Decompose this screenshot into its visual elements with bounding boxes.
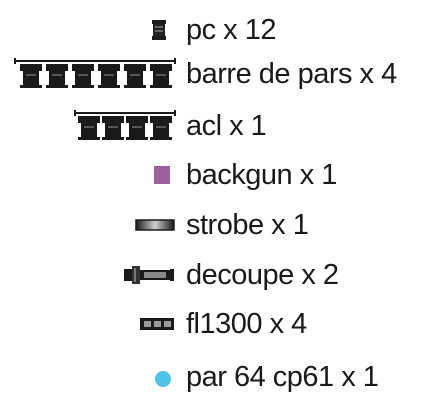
par-bar-6-icon — [12, 52, 178, 96]
backgun-square-icon — [150, 153, 176, 197]
legend-label-strobe: strobe x 1 — [186, 209, 309, 241]
legend-row-strobe: strobe x 1 — [0, 203, 437, 247]
pc-fixture-icon — [146, 8, 176, 52]
legend-label-backgun: backgun x 1 — [186, 159, 337, 191]
fl1300-icon — [138, 302, 178, 346]
legend-row-par64-cp61: par 64 cp61 x 1 — [0, 355, 437, 399]
legend-row-pc: pc x 12 — [0, 8, 437, 52]
legend-label-acl: acl x 1 — [186, 110, 267, 142]
acl-bar-4-icon — [72, 104, 178, 148]
strobe-icon — [134, 203, 178, 247]
par64-dot-icon — [150, 355, 176, 399]
legend-label-pc: pc x 12 — [186, 14, 277, 46]
legend-row-backgun: backgun x 1 — [0, 153, 437, 197]
legend-label-decoupe: decoupe x 2 — [186, 259, 339, 291]
decoupe-icon — [122, 253, 178, 297]
legend-label-fl1300: fl1300 x 4 — [186, 308, 307, 340]
legend-row-decoupe: decoupe x 2 — [0, 253, 437, 297]
legend-label-barre-de-pars: barre de pars x 4 — [186, 58, 397, 90]
legend-row-barre-de-pars: barre de pars x 4 — [0, 52, 437, 96]
legend-row-acl: acl x 1 — [0, 104, 437, 148]
legend-label-par64-cp61: par 64 cp61 x 1 — [186, 361, 379, 393]
legend-row-fl1300: fl1300 x 4 — [0, 302, 437, 346]
